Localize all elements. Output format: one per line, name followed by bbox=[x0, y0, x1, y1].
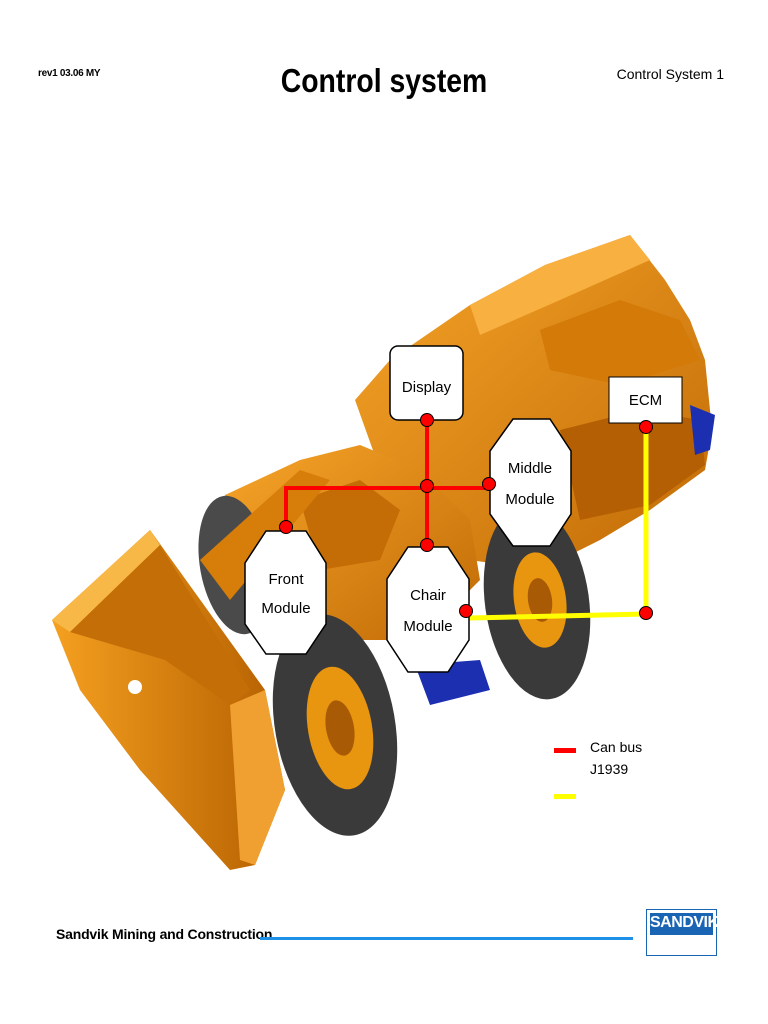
connection-points bbox=[279, 413, 653, 620]
chair-module-j1939-connector-dot bbox=[459, 604, 473, 618]
front-module-label-line1: Front bbox=[268, 571, 304, 588]
middle-module-connector-dot bbox=[482, 477, 496, 491]
middle-module-label-line1: Middle bbox=[508, 460, 552, 477]
junction-connector-dot bbox=[420, 479, 434, 493]
revision-label: rev1 03.06 MY bbox=[38, 68, 101, 79]
logo-background: SANDVIK bbox=[650, 913, 719, 935]
chair-module-can-connector-dot bbox=[420, 538, 434, 552]
page-title: Control system bbox=[280, 62, 488, 99]
logo-text: SANDVIK bbox=[650, 914, 719, 931]
footer-company-name: Sandvik Mining and Construction bbox=[56, 926, 273, 942]
can-bus-swatch bbox=[554, 748, 576, 753]
display-label: Display bbox=[402, 379, 452, 396]
chair-module-label-line1: Chair bbox=[410, 587, 446, 604]
display-connector-dot bbox=[420, 413, 434, 427]
j1939-corner-dot bbox=[639, 606, 653, 620]
j1939-swatch bbox=[554, 794, 576, 799]
ecm-label: ECM bbox=[629, 392, 662, 409]
ecm-connector-dot bbox=[639, 420, 653, 434]
page-label: Control System 1 bbox=[616, 66, 724, 82]
sandvik-logo: SANDVIK bbox=[646, 909, 719, 956]
front-module-box bbox=[244, 530, 327, 655]
legend: Can bus J1939 bbox=[554, 739, 642, 799]
footer-divider bbox=[260, 937, 633, 940]
middle-module-box bbox=[489, 418, 572, 547]
front-module-connector-dot bbox=[279, 520, 293, 534]
middle-module-label-line2: Module bbox=[505, 491, 554, 508]
chair-module-label-line2: Module bbox=[403, 618, 452, 635]
chair-module-box bbox=[386, 546, 470, 673]
j1939-legend-label: J1939 bbox=[590, 761, 628, 777]
front-module-label-line2: Module bbox=[261, 600, 310, 617]
can-bus-legend-label: Can bus bbox=[590, 739, 642, 755]
